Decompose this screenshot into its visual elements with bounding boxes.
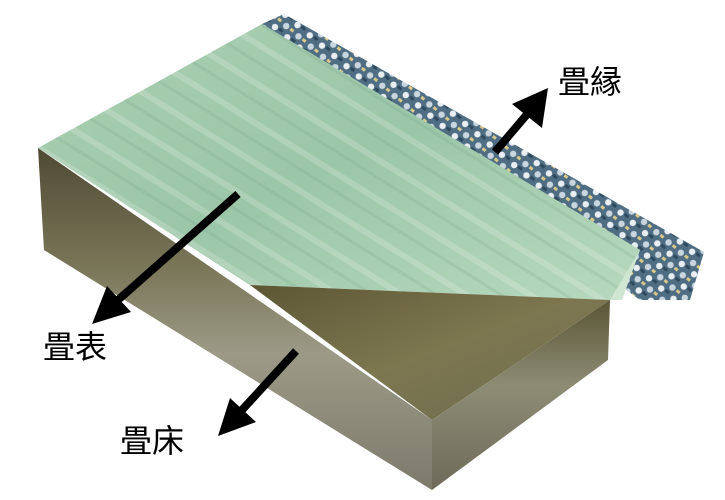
arrow-icon [218,348,299,436]
tatami-core-top [250,285,610,420]
tatami-core-front [38,148,432,490]
label-tatami-border: 畳縁 [558,63,623,101]
tatami-core-side [432,300,610,490]
label-tatami-core: 畳床 [120,422,185,460]
label-tatami-surface: 畳表 [43,328,108,366]
arrow-icon [491,88,548,155]
arrow-icon [92,191,241,324]
tatami-surface-weave [38,24,640,300]
